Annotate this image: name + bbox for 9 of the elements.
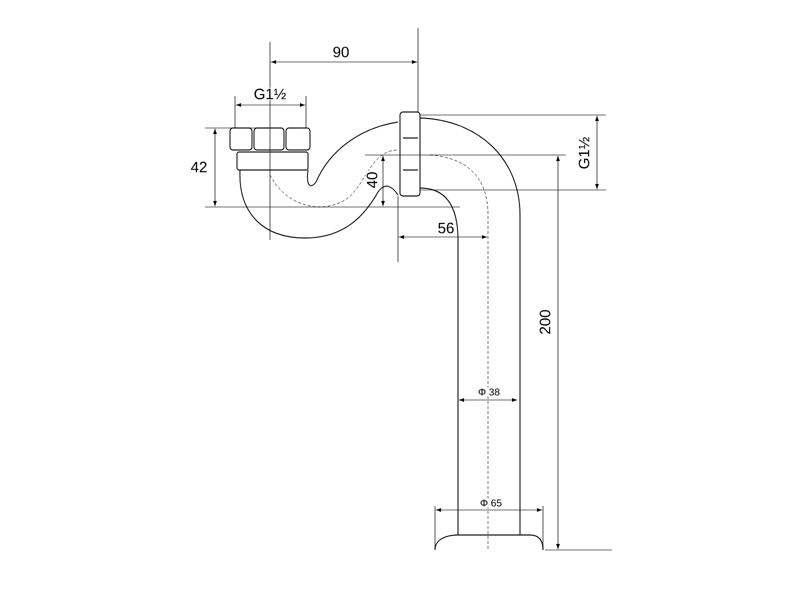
dimension-label: 42 bbox=[190, 160, 208, 174]
dimension-label: 200 bbox=[538, 308, 552, 336]
dimension-label: Φ 38 bbox=[477, 387, 501, 397]
dimension-label: 56 bbox=[436, 222, 456, 234]
dimension-label: 90 bbox=[332, 46, 350, 58]
dimension-label: G1½ bbox=[578, 136, 590, 170]
dimension-label: Φ 65 bbox=[479, 498, 503, 508]
dimension-label: G1½ bbox=[252, 88, 288, 100]
dimension-label: 40 bbox=[366, 170, 378, 190]
